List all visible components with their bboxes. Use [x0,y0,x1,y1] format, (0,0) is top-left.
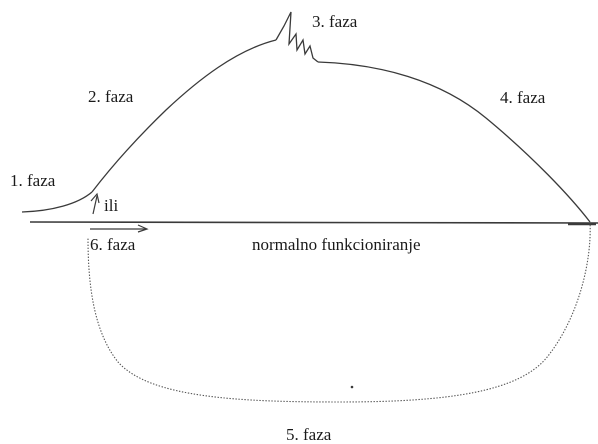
phase2-curve [91,39,277,193]
baseline-line [29,221,598,224]
phase5-loop [87,221,591,403]
phase6-arrow-head [137,224,149,233]
phase5-label: 5. faza [286,425,332,444]
phase3-zigzag [275,11,319,63]
phase4-curve [317,61,591,223]
phase3-label: 3. faza [312,12,358,31]
normal-functioning-label: normalno funkcioniranje [252,235,421,254]
phase1-curve [21,191,93,213]
ili-label: ili [104,196,119,215]
phase6-label: 6. faza [90,235,136,254]
phase1-label: 1. faza [10,171,56,190]
phase2-label: 2. faza [88,87,134,106]
ili-up-arrow-head [90,192,100,204]
ili-up-arrow-line [92,195,98,215]
stray-dot [350,385,354,389]
phase4-label: 4. faza [500,88,546,107]
